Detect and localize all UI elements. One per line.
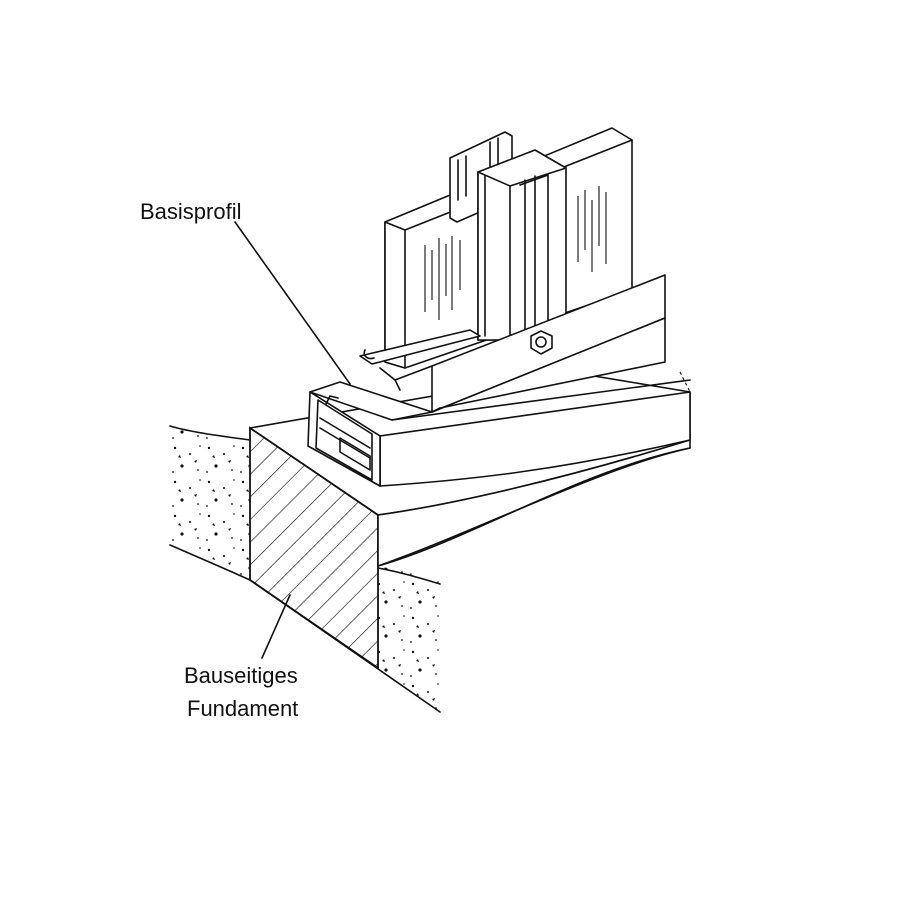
panel-texture bbox=[424, 186, 607, 320]
leader-basisprofil bbox=[234, 221, 351, 385]
label-fundament-line1: Bauseitiges bbox=[184, 663, 298, 688]
bolt-icon bbox=[530, 330, 553, 355]
base-profile bbox=[307, 379, 691, 487]
label-basisprofil: Basisprofil bbox=[140, 199, 242, 224]
label-fundament-line2: Fundament bbox=[187, 696, 299, 721]
ground-left bbox=[169, 425, 251, 581]
vertical-post bbox=[477, 149, 567, 341]
leader-fundament bbox=[261, 594, 291, 659]
